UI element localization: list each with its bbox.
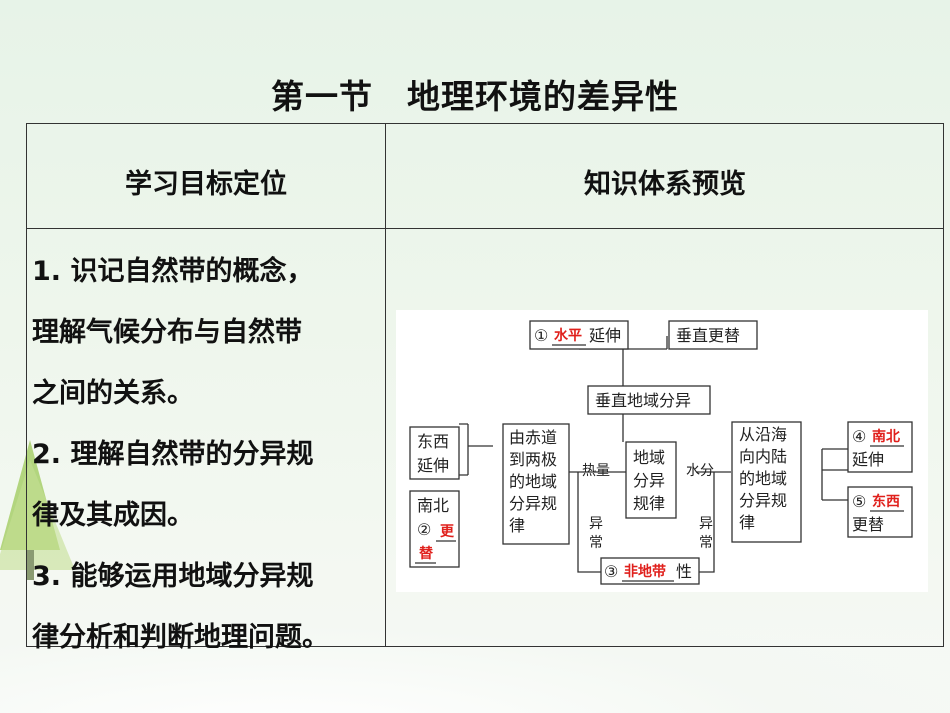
answer-non-zonal: 非地带 xyxy=(624,563,666,580)
box-vertical-diff xyxy=(587,385,711,415)
label-line: 分异 xyxy=(633,471,665,490)
goal-line: 之间的关系。 xyxy=(32,378,194,409)
label-suffix: 延伸 xyxy=(852,450,884,469)
box-non-zonal xyxy=(600,557,700,585)
column-header-goals: 学习目标定位 xyxy=(125,169,287,200)
answer-replace-2: 替 xyxy=(419,545,434,562)
box-vertical-replace xyxy=(668,320,758,350)
label-line: 南北 xyxy=(417,496,449,515)
snow-background xyxy=(0,593,950,713)
label-suffix: 延伸 xyxy=(589,326,621,345)
label-abnormal: 常 xyxy=(699,535,713,551)
decorative-tree xyxy=(0,440,75,580)
answer-replace-1: 更 xyxy=(440,524,455,540)
column-header-preview: 知识体系预览 xyxy=(584,169,746,200)
label-line: 地域 xyxy=(633,448,665,467)
label-line: 律 xyxy=(739,513,755,532)
box-east-west-ext xyxy=(409,426,460,480)
label-line: 律 xyxy=(509,516,525,535)
goal-line: 1. 识记自然带的概念， xyxy=(32,256,314,287)
label-water: 水分 xyxy=(686,463,714,479)
box-north-south-ext xyxy=(847,421,913,473)
label-num: ② xyxy=(417,520,431,539)
label-abnormal: 常 xyxy=(589,535,603,551)
label-heat: 热量 xyxy=(582,463,610,479)
label-line: 分异规 xyxy=(739,491,787,510)
label-line: 的地域 xyxy=(739,469,787,488)
connector xyxy=(821,448,848,501)
goal-line: 3. 能够运用地域分异规 xyxy=(32,561,314,592)
label-line: 延伸 xyxy=(417,456,449,475)
box-equator-to-poles xyxy=(502,423,570,545)
connector xyxy=(459,423,493,476)
knowledge-diagram: ① 水平 延伸 垂直更替 垂直地域分异 东西 延伸 南北 ② 更 替 由赤道 到… xyxy=(396,310,928,592)
goal-line: 律及其成因。 xyxy=(32,500,194,531)
box-horizontal-extension xyxy=(529,320,629,350)
answer-horizontal: 水平 xyxy=(554,327,582,344)
label-line: 从沿海 xyxy=(739,425,787,444)
goal-line: 2. 理解自然带的分异规 xyxy=(32,439,314,470)
label-vertical-replace: 垂直更替 xyxy=(676,326,740,345)
learning-goals: 1. 识记自然带的概念， 理解气候分布与自然带 之间的关系。 2. 理解自然带的… xyxy=(32,241,382,668)
table-column-divider xyxy=(385,124,386,646)
label-line: 到两极 xyxy=(509,450,557,469)
answer-east-west: 东西 xyxy=(872,493,900,510)
page-title: 第一节 地理环境的差异性 xyxy=(271,77,679,116)
knowledge-diagram-svg: ① 水平 延伸 垂直更替 垂直地域分异 东西 延伸 南北 ② 更 替 由赤道 到… xyxy=(409,320,913,585)
box-coast-to-inland xyxy=(731,421,802,543)
table-row-divider xyxy=(27,228,943,229)
label-line: 东西 xyxy=(417,432,449,451)
label-vertical-diff: 垂直地域分异 xyxy=(595,391,691,410)
label-num: ⑤ xyxy=(852,492,866,511)
box-north-south-replace xyxy=(409,490,460,568)
label-abnormal: 异 xyxy=(589,516,603,532)
goal-line: 理解气候分布与自然带 xyxy=(32,317,302,348)
label-num: ① xyxy=(534,326,548,345)
label-line: 分异规 xyxy=(509,494,557,513)
label-suffix: 性 xyxy=(676,562,692,581)
label-line: 的地域 xyxy=(509,472,557,491)
label-abnormal: 异 xyxy=(699,516,713,532)
label-line: 由赤道 xyxy=(509,428,557,447)
label-line: 规律 xyxy=(633,494,665,513)
objectives-table: 学习目标定位 知识体系预览 1. 识记自然带的概念， 理解气候分布与自然带 之间… xyxy=(26,123,944,653)
connector xyxy=(577,472,715,573)
goal-line: 律分析和判断地理问题。 xyxy=(32,622,329,653)
box-regional-law xyxy=(625,441,677,519)
answer-north-south: 南北 xyxy=(872,428,900,445)
label-suffix: 更替 xyxy=(852,515,884,534)
label-num: ④ xyxy=(852,427,866,446)
label-num: ③ xyxy=(604,562,618,581)
box-east-west-replace xyxy=(847,486,913,538)
label-line: 向内陆 xyxy=(739,447,787,466)
